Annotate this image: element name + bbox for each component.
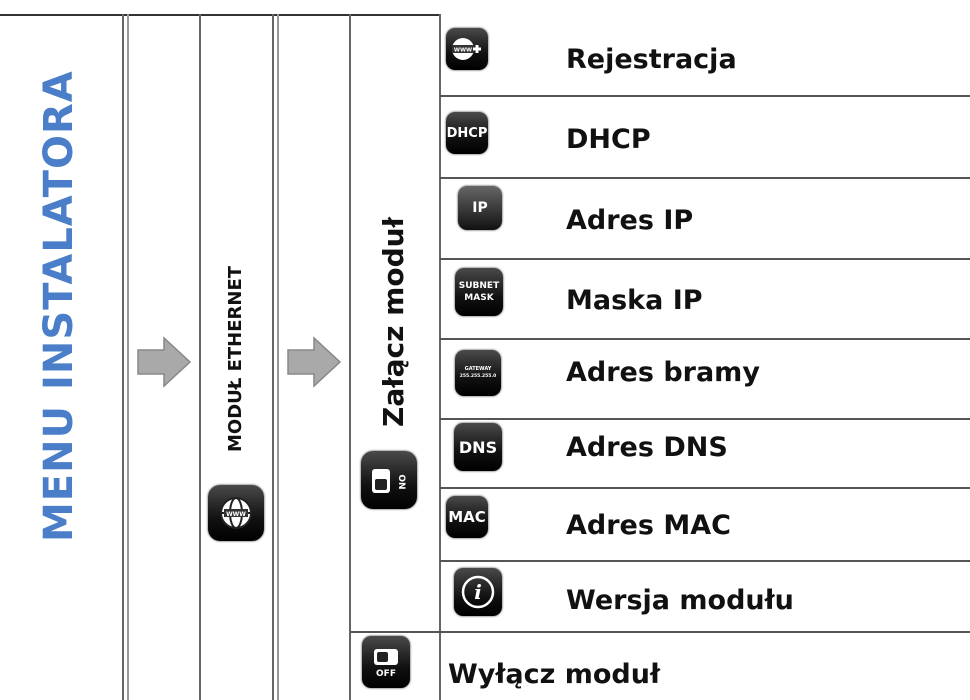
top-border [0,14,440,16]
mask-icon-text: MASK [464,293,494,303]
row-divider [350,631,970,633]
row-divider [440,338,970,340]
module-title: MODUŁ ETHERNET [225,265,246,453]
svg-text:i: i [474,580,482,604]
switch-off-label: Wyłącz moduł [448,659,660,690]
gateway-icon-text: GATEWAY [464,366,492,372]
column-divider [349,14,351,700]
info-icon: i [454,568,502,616]
column-divider [439,14,441,700]
attach-module-label: Załącz moduł [377,217,410,427]
menu-item-label: Adres MAC [566,510,731,541]
gateway-icon-subtext: 255.255.255.0 [459,374,497,379]
svg-text:ON: ON [396,474,406,489]
column-divider [127,14,129,700]
svg-text:WWW: WWW [226,511,246,518]
ip-icon-text: IP [472,200,488,216]
row-divider [440,487,970,489]
menu-item-label: Adres IP [566,205,694,236]
ethernet-globe-icon: WWW [208,485,264,541]
subnet-icon-text: SUBNET [458,281,500,291]
menu-item-label: Rejestracja [566,44,737,75]
dhcp-icon-text: DHCP [446,125,488,141]
arrow-right-icon [137,336,192,388]
svg-text:WWW: WWW [454,48,472,54]
menu-item-label: Adres DNS [566,432,728,463]
dhcp-icon: DHCP [446,112,488,154]
subnet-mask-icon: SUBNET MASK [455,268,503,316]
column-divider [199,14,201,700]
gateway-icon: GATEWAY 255.255.255.0 [455,350,501,396]
mac-icon: MAC [446,496,488,538]
menu-item-label: Maska IP [566,285,703,316]
www-plus-icon: WWW [446,28,488,70]
menu-title: MENU INSTALATORA [36,70,82,542]
column-divider [272,14,274,700]
switch-off-icon: OFF [362,636,410,688]
dns-icon: DNS [454,423,502,471]
menu-item-label: Adres bramy [566,357,760,388]
dns-icon-text: DNS [458,437,498,457]
off-icon-text: OFF [376,669,396,679]
menu-item-label: Wersja modułu [566,585,794,616]
menu-item-label: DHCP [566,124,651,155]
row-divider [440,258,970,260]
column-divider [277,14,279,700]
ip-icon: IP [458,186,502,230]
column-divider [122,14,124,700]
mac-icon-text: MAC [448,508,486,526]
switch-on-icon: ON [361,451,417,509]
row-divider [440,560,970,562]
row-divider [440,95,970,97]
row-divider [440,177,970,179]
arrow-right-icon [287,336,342,388]
row-divider [440,418,970,420]
